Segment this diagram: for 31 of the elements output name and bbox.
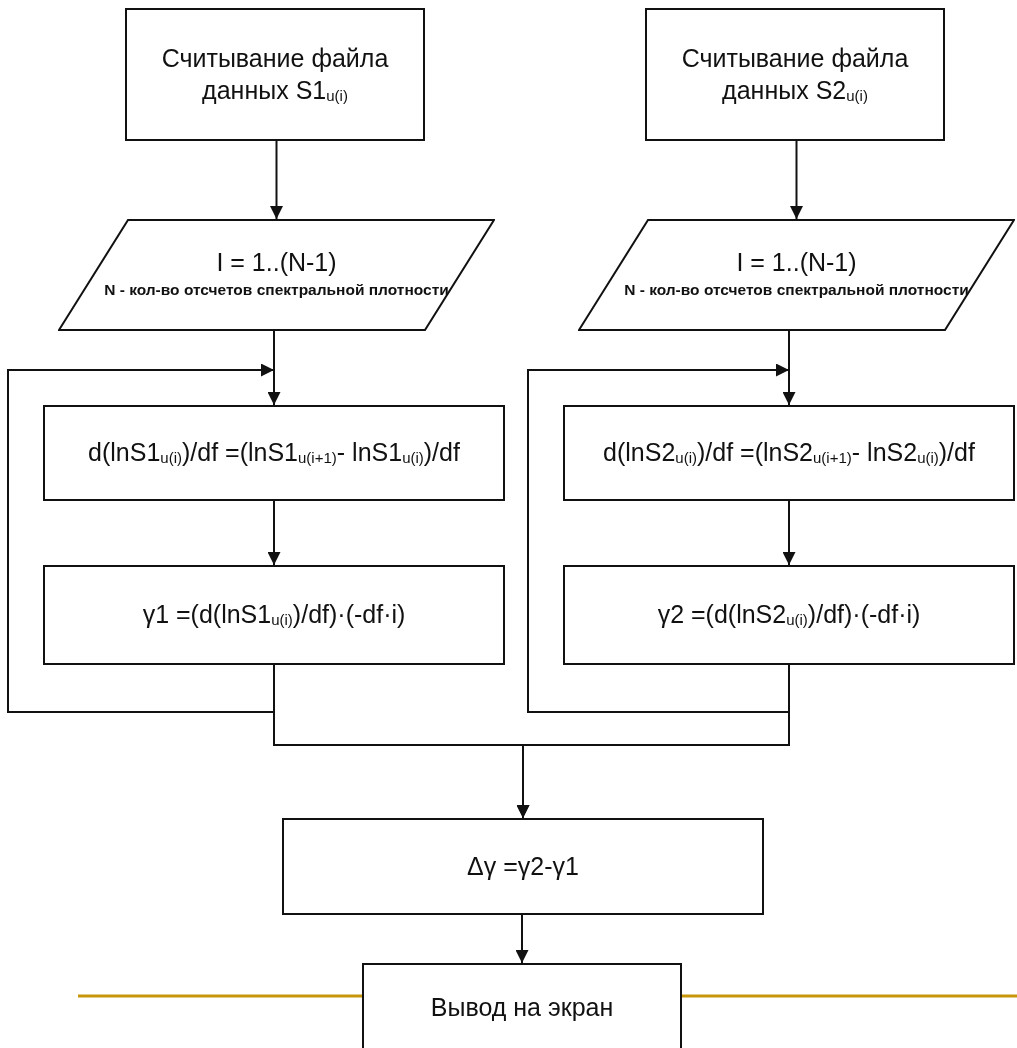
- node-label: I = 1..(N-1): [735, 246, 858, 278]
- arrow: [270, 140, 283, 220]
- process-box: [563, 405, 1015, 501]
- process-box: [43, 565, 505, 665]
- node-label: Считывание файла данных S2$_{u(i)}$: [680, 43, 910, 106]
- process-box: [563, 565, 1015, 665]
- node-label: I = 1..(N-1): [215, 246, 338, 278]
- process-box: [125, 8, 425, 141]
- node-label: γ2 =(d(lnS2$_{u(i)}$)/df)·(-df·i): [656, 599, 922, 631]
- process-box: [43, 405, 505, 501]
- arrow: [7, 363, 275, 713]
- node-label: Вывод на экран: [429, 992, 615, 1024]
- node-label: d(lnS1$_{u(i)}$)/df =(lnS1$_{u(i+1)}$- lnS1$_{u(i)}$)/df: [87, 437, 461, 469]
- node-label: γ1 =(d(lnS1$_{u(i)}$)/df)·(-df·i): [141, 599, 407, 631]
- arrow: [267, 500, 281, 566]
- node-note: N - кол-во отсчетов спектральной плотности: [103, 280, 450, 301]
- arrow: [782, 330, 796, 406]
- process-box: [282, 818, 764, 915]
- arrow: [515, 914, 529, 964]
- arrow: [527, 363, 790, 713]
- process-box: [645, 8, 945, 141]
- node-note: N - кол-во отсчетов спектральной плотности: [623, 280, 970, 301]
- process-box: [362, 963, 682, 1048]
- input-parallelogram: [58, 219, 495, 331]
- node-label: d(lnS2$_{u(i)}$)/df =(lnS2$_{u(i+1)}$- lnS2$_{u(i)}$)/df: [602, 437, 976, 469]
- arrow: [267, 330, 281, 406]
- node-label: Δγ =γ2-γ1: [466, 850, 580, 882]
- arrow: [790, 140, 803, 220]
- input-parallelogram: [578, 219, 1015, 331]
- node-label: Считывание файла данных S1$_{u(i)}$: [160, 43, 390, 106]
- arrow: [782, 500, 796, 566]
